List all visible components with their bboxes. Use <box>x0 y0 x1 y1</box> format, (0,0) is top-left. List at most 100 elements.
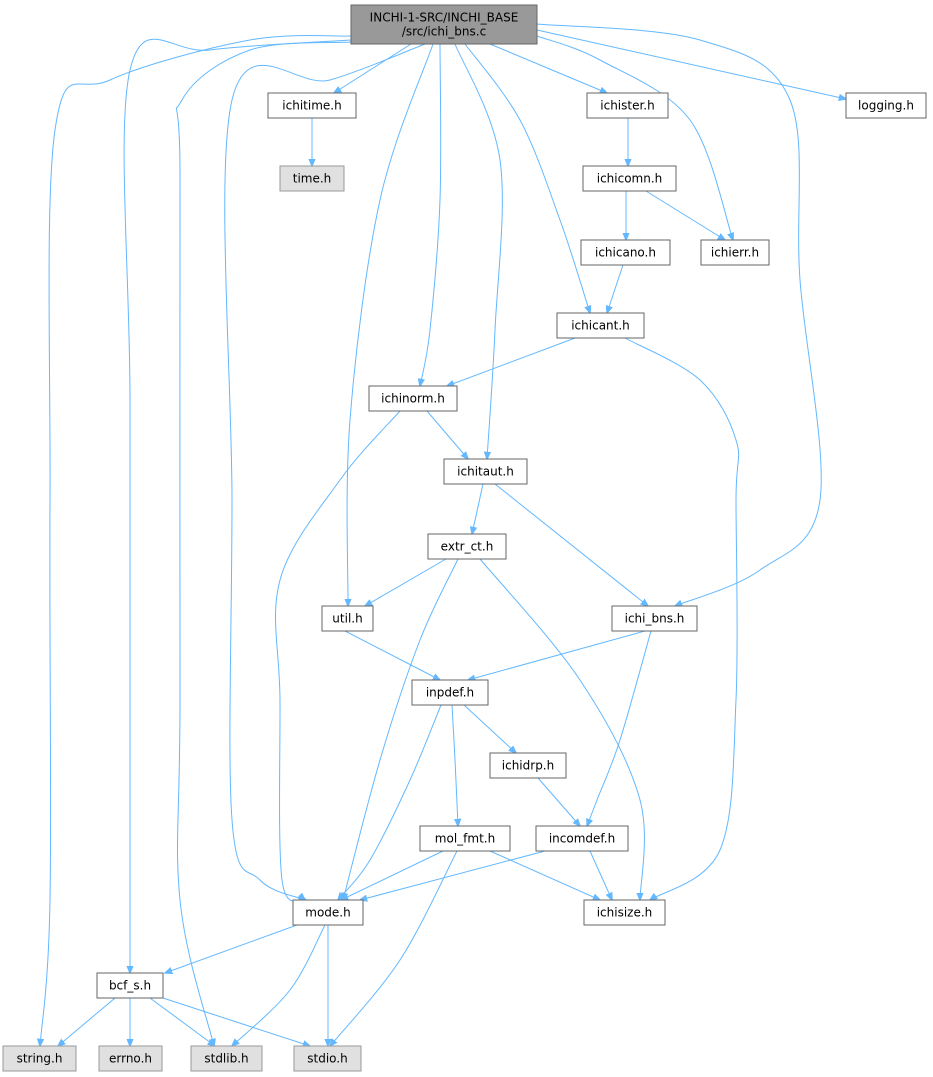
node-ichicano[interactable]: ichicano.h <box>580 239 671 266</box>
edge-ichicano-to-ichicant <box>607 264 624 313</box>
edge-root-to-stdlib <box>175 41 352 1046</box>
node-ichicomn[interactable]: ichicomn.h <box>582 165 677 192</box>
node-stdlib: stdlib.h <box>190 1045 263 1072</box>
edge-extr_ct-to-mode <box>343 558 459 900</box>
edge-ichi_bns-to-incomdef <box>587 630 652 826</box>
node-label-ichisize: ichisize.h <box>597 906 653 920</box>
edge-ichicant-to-ichisize <box>624 337 740 900</box>
node-ichitime[interactable]: ichitime.h <box>267 92 357 119</box>
edge-root-to-ichierr <box>536 35 733 240</box>
node-ichi_bns[interactable]: ichi_bns.h <box>611 605 698 632</box>
node-box-incomdef <box>535 825 629 852</box>
edge-ichi_bns-to-inpdef <box>468 630 646 680</box>
node-inpdef[interactable]: inpdef.h <box>411 679 489 706</box>
node-label-incomdef: incomdef.h <box>549 832 615 846</box>
node-box-ichister <box>586 92 669 119</box>
node-label-root-line-1: INCHI-1-SRC/INCHI_BASE <box>370 11 519 25</box>
node-label-ichidrp: ichidrp.h <box>502 759 554 773</box>
node-box-root <box>350 4 538 45</box>
node-label-stdlib: stdlib.h <box>204 1052 248 1066</box>
node-ichister[interactable]: ichister.h <box>586 92 669 119</box>
node-label-root-line-2: /src/ichi_bns.c <box>402 25 486 39</box>
edge-extr_ct-to-util <box>365 558 447 606</box>
edge-root-to-bcf_s <box>123 38 352 973</box>
edge-mol_fmt-to-stdio <box>330 850 458 1046</box>
edge-root-to-mode <box>224 43 426 900</box>
node-label-time: time.h <box>293 172 332 186</box>
node-box-ichisize <box>583 899 666 926</box>
node-ichisize[interactable]: ichisize.h <box>583 899 666 926</box>
edge-root-to-ichi_bns <box>536 23 822 606</box>
edge-mode-to-stdlib <box>232 924 326 1046</box>
edge-root-to-ichitime <box>334 43 412 93</box>
edge-ichicomn-to-ichierr <box>645 190 725 240</box>
node-stdio: stdio.h <box>293 1045 362 1072</box>
node-root[interactable]: INCHI-1-SRC/INCHI_BASE/src/ichi_bns.c <box>350 4 538 45</box>
node-label-ichitaut: ichitaut.h <box>457 465 514 479</box>
edge-extr_ct-to-ichisize <box>479 558 645 900</box>
edge-root-to-logging <box>536 29 846 99</box>
node-label-errno: errno.h <box>109 1052 152 1066</box>
edge-ichinorm-to-mode <box>274 410 401 902</box>
node-label-ichicano: ichicano.h <box>595 246 656 260</box>
node-box-ichitaut <box>443 458 528 485</box>
node-label-ichi_bns: ichi_bns.h <box>625 612 685 626</box>
node-ichidrp[interactable]: ichidrp.h <box>489 752 567 779</box>
node-mode[interactable]: mode.h <box>292 899 364 926</box>
node-logging[interactable]: logging.h <box>845 92 927 119</box>
node-incomdef[interactable]: incomdef.h <box>535 825 629 852</box>
node-box-mode <box>292 899 364 926</box>
edge-inpdef-to-mode <box>338 704 442 900</box>
edge-incomdef-to-ichisize <box>589 850 612 900</box>
node-label-ichicomn: ichicomn.h <box>597 172 663 186</box>
node-ichierr[interactable]: ichierr.h <box>700 239 770 266</box>
node-label-inpdef: inpdef.h <box>426 686 474 700</box>
edge-ichidrp-to-incomdef <box>537 777 580 826</box>
node-box-extr_ct <box>427 533 507 560</box>
node-util[interactable]: util.h <box>321 605 374 632</box>
edges-layer <box>40 23 846 1046</box>
node-box-ichierr <box>700 239 770 266</box>
node-label-ichister: ichister.h <box>600 99 654 113</box>
edge-root-to-util <box>347 43 434 606</box>
node-box-bcf_s <box>96 972 164 999</box>
edge-mol_fmt-to-mode <box>341 850 444 900</box>
edge-mol_fmt-to-ichisize <box>489 850 600 900</box>
edge-bcf_s-to-stdlib <box>149 997 215 1046</box>
node-box-ichitime <box>267 92 357 119</box>
node-ichitaut[interactable]: ichitaut.h <box>443 458 528 485</box>
edge-ichitaut-to-ichi_bns <box>494 483 648 606</box>
node-extr_ct[interactable]: extr_ct.h <box>427 533 507 560</box>
node-box-ichicant <box>556 312 645 339</box>
node-bcf_s[interactable]: bcf_s.h <box>96 972 164 999</box>
node-box-string <box>2 1045 77 1072</box>
node-label-logging: logging.h <box>858 99 914 113</box>
edge-ichinorm-to-ichitaut <box>426 410 468 459</box>
node-box-ichinorm <box>368 385 458 412</box>
node-ichinorm[interactable]: ichinorm.h <box>368 385 458 412</box>
node-label-ichierr: ichierr.h <box>711 246 759 260</box>
edge-incomdef-to-mode <box>360 850 546 900</box>
node-box-ichi_bns <box>611 605 698 632</box>
node-label-mode: mode.h <box>305 906 350 920</box>
node-box-ichidrp <box>489 752 567 779</box>
node-mol_fmt[interactable]: mol_fmt.h <box>419 825 511 852</box>
node-box-ichicano <box>580 239 671 266</box>
node-label-ichitime: ichitime.h <box>282 99 341 113</box>
node-box-time <box>279 165 345 192</box>
node-label-ichinorm: ichinorm.h <box>381 392 445 406</box>
edge-inpdef-to-mol_fmt <box>451 704 458 826</box>
node-box-logging <box>845 92 927 119</box>
node-ichicant[interactable]: ichicant.h <box>556 312 645 339</box>
edge-ichicant-to-ichinorm <box>447 337 576 386</box>
node-label-mol_fmt: mol_fmt.h <box>435 832 495 846</box>
node-box-ichicomn <box>582 165 677 192</box>
edge-root-to-ichinorm <box>420 43 442 386</box>
node-errno: errno.h <box>98 1045 163 1072</box>
edge-util-to-inpdef <box>344 630 440 680</box>
node-box-stdlib <box>190 1045 263 1072</box>
edge-root-to-ichicant <box>464 43 590 313</box>
edge-root-to-string <box>40 35 352 1046</box>
edge-inpdef-to-ichidrp <box>463 704 516 753</box>
